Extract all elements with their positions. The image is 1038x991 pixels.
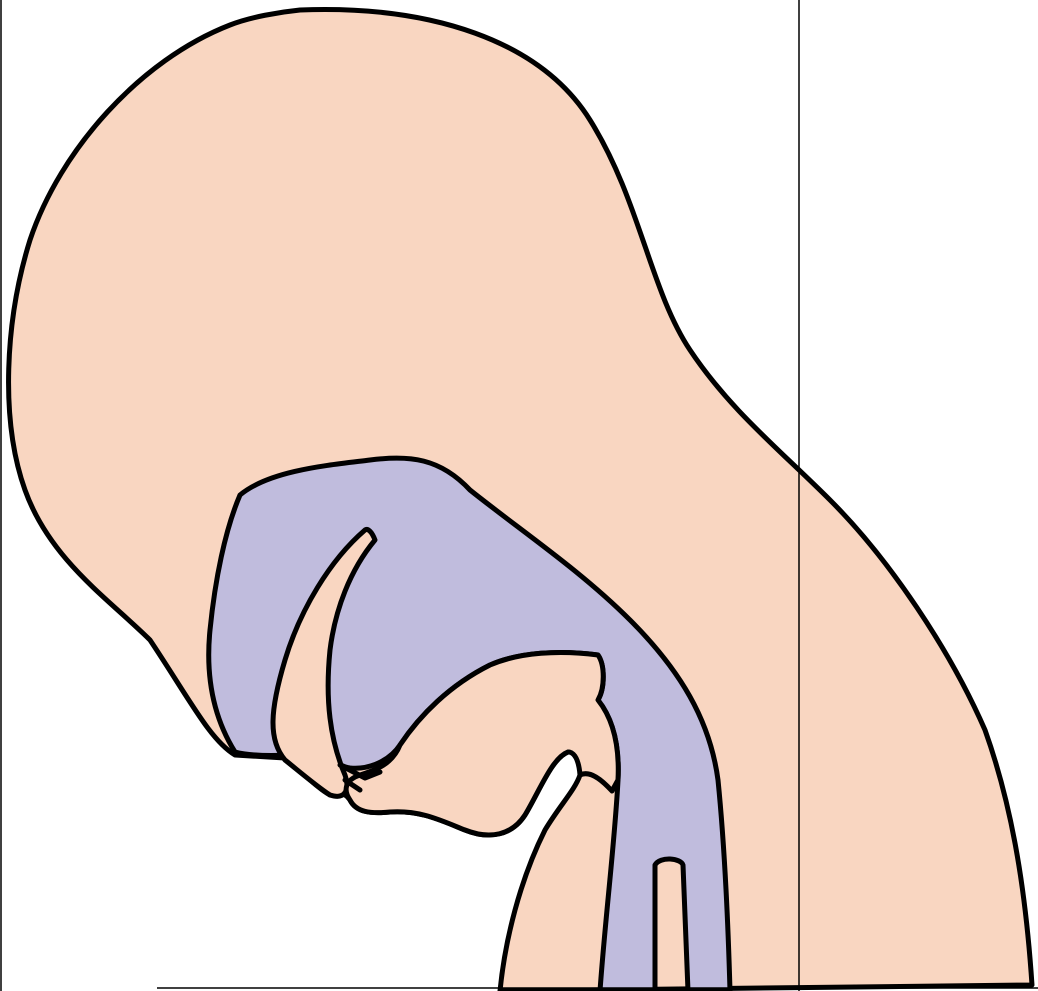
head-sagittal-diagram <box>0 0 1038 991</box>
